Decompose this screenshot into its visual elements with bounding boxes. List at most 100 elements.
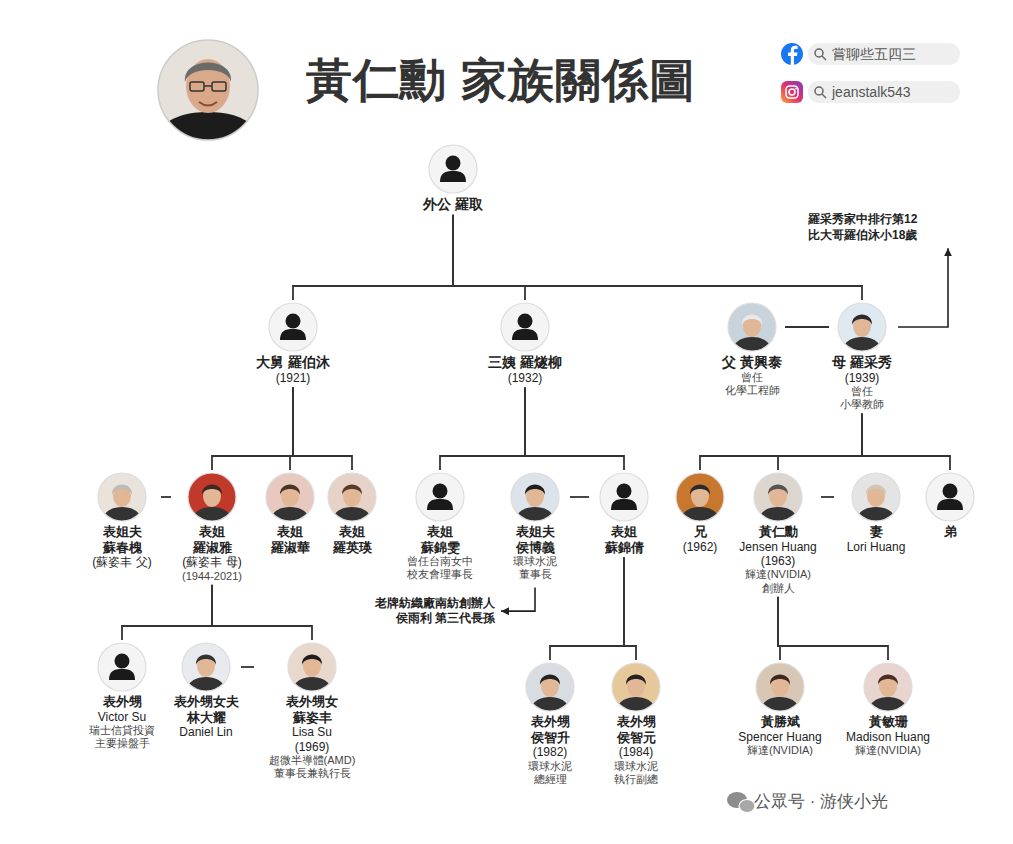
person-name: 羅淑華 [258,540,322,556]
person-detail: Lisa Su [254,725,370,739]
person-detail: 輝達(NVIDIA) [838,744,938,757]
person-name: 羅英瑛 [324,540,380,556]
person-detail: 環球水泥 總經理 [515,760,585,786]
person-node: 表姐羅淑雅(蘇姿丰 母)(1944-2021) [171,470,253,585]
person-detail: 曾任 化學工程師 [719,371,785,397]
person-node: 外公 羅取 [408,142,498,215]
family-link [453,215,525,300]
person-detail: Daniel Lin [171,725,241,739]
person-name: 表外甥女夫 [171,694,241,710]
person-node: 兄(1962) [672,470,728,556]
founder-photo [150,40,266,145]
avatar-icon [525,662,575,712]
person-name: 蘇姿丰 [254,710,370,726]
person-node: 妻Lori Huang [834,470,918,556]
person-name: 父 黃興泰 [719,354,785,371]
family-link [453,215,862,300]
person-name: 表姐 [258,524,322,540]
person-node: 表姐羅英瑛 [324,470,380,557]
person-name: 林大耀 [171,710,241,726]
person-detail: (蘇姿丰 母) [171,555,253,569]
family-link [122,585,212,640]
person-name: 黃勝斌 [730,714,830,730]
avatar-icon [510,472,560,522]
person-name: 表姐夫 [83,524,161,540]
family-link [241,666,254,668]
person-node: 表姐蘇錦雯曾任台南女中 校友會理事長 [392,470,488,584]
person-node: 表姐羅淑華 [258,470,322,557]
person-detail: 輝達(NVIDIA) 創辦人 [735,568,821,594]
avatar-icon [327,472,377,522]
person-name: 弟 [923,524,977,540]
person-name: 表姐 [324,524,380,540]
person-node: 大舅 羅伯沐(1921) [245,300,341,387]
wechat-icon [727,792,755,813]
person-name: 蘇錦雯 [392,540,488,556]
callout-arrow [898,248,948,327]
diagram-title: 黃仁勳 家族關係圖 [306,50,696,112]
family-link [440,387,525,470]
avatar-icon [268,302,318,352]
family-link [293,387,352,470]
person-detail: (1963) [735,554,821,568]
person-detail: 曾任 小學教師 [829,385,895,411]
avatar-icon [851,472,901,522]
person-detail: 曾任台南女中 校友會理事長 [392,555,488,581]
family-link [525,387,624,470]
person-node: 三姨 羅燧柳(1932) [477,300,573,387]
family-link [212,387,293,470]
person-name: 蘇春槐 [83,540,161,556]
family-link [785,326,829,328]
family-link [700,414,862,470]
person-detail: Jensen Huang [735,540,821,554]
avatar-icon [428,144,478,194]
person-name: 表外甥 [80,694,164,710]
person-node: 黃勝斌Spencer Huang輝達(NVIDIA) [730,660,830,759]
person-detail: (1932) [477,371,573,385]
avatar-icon [925,472,975,522]
family-link [778,414,862,470]
person-name: 黃仁勳 [735,524,821,540]
social-handle: 嘗聊些五四三 [832,45,916,63]
person-node: 表外甥女夫林大耀Daniel Lin [171,640,241,742]
person-node: 黃敏珊Madison Huang輝達(NVIDIA) [838,660,938,759]
search-pill [808,81,960,103]
family-link [212,585,312,640]
avatar-icon [611,662,661,712]
person-name: 三姨 羅燧柳 [477,354,573,371]
avatar-icon [727,302,777,352]
avatar-icon [287,642,337,692]
person-detail: (1939) [829,371,895,385]
person-name: 表外甥 [601,714,671,730]
avatar-icon [837,302,887,352]
avatar-icon [97,472,147,522]
family-link [161,496,171,498]
person-detail: (1962) [672,540,728,554]
avatar-icon [97,642,147,692]
person-name: 兄 [672,524,728,540]
callout-note: 老牌紡織廠南紡創辦人 侯雨利 第三代長孫 [345,596,495,627]
social-handle: jeanstalk543 [832,83,911,101]
person-detail: 環球水泥 執行副總 [601,760,671,786]
person-name: 表外甥女 [254,694,370,710]
person-detail: Victor Su [80,710,164,724]
search-pill [808,43,960,65]
person-name: 侯智升 [515,730,585,746]
person-node: 弟 [923,470,977,542]
person-detail: (1969) [254,740,370,754]
person-node: 表姐夫蘇春槐(蘇姿丰 父) [83,470,161,572]
family-link [550,557,624,660]
person-detail: Spencer Huang [730,730,830,744]
person-detail: Madison Huang [838,730,938,744]
person-node: 表姐夫侯博義環球水泥 董事長 [500,470,570,584]
avatar-icon [187,472,237,522]
avatar-icon [500,302,550,352]
person-name: 侯智元 [601,730,671,746]
avatar-icon [181,642,231,692]
family-link [624,557,636,660]
person-name: 外公 羅取 [408,196,498,213]
person-detail: Lori Huang [834,540,918,554]
person-detail: 環球水泥 董事長 [500,555,570,581]
person-detail: 輝達(NVIDIA) [730,744,830,757]
